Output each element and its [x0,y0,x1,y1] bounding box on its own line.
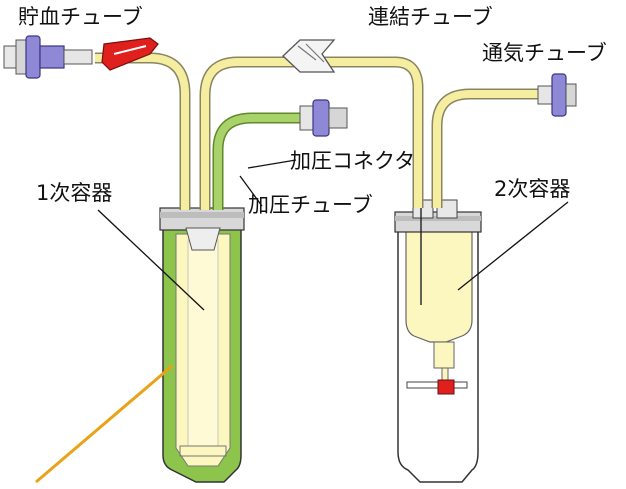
pointer-line [35,364,173,484]
leader-primary [97,209,205,311]
pressure-connector-icon [299,99,348,137]
leader-connector [247,159,297,169]
label-pressure-tube: 加圧チューブ [248,193,373,217]
clamp-icon [282,39,336,73]
luer-connector-icon [3,35,93,79]
label-pressure-connector: 加圧コネクタ [290,149,415,173]
primary-container [159,207,245,483]
leader-pressure-tube [239,175,263,207]
connecting-tube [199,56,424,210]
vent-filter-icon [537,73,577,117]
label-reservoir-tube: 貯血チューブ [18,5,143,29]
valve-stopper [437,379,455,395]
secondary-container [394,199,482,483]
label-secondary-container: 2次容器 [494,177,570,201]
roller-clamp-icon [101,37,159,71]
label-vent-tube: 通気チューブ [482,41,607,65]
label-primary-container: 1次容器 [36,181,112,205]
label-connecting-tube: 連結チューブ [368,5,493,29]
leader-secondary [457,201,569,291]
